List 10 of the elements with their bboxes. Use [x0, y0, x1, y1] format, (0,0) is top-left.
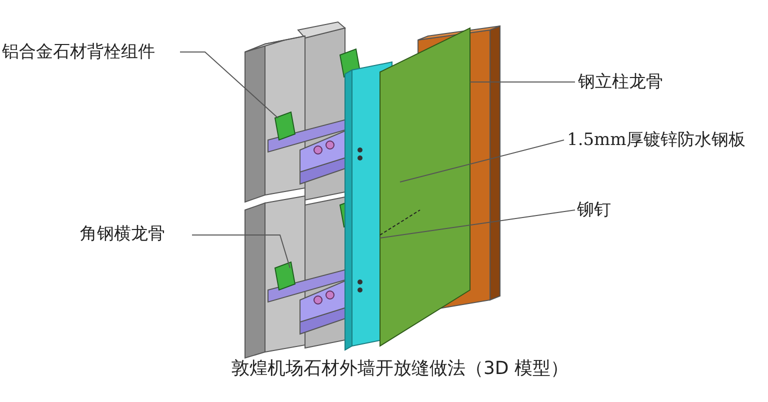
- part-label: 铝合金石材背栓组件: [2, 41, 155, 63]
- part-label: 铆钉: [577, 199, 611, 221]
- part-label: 角钢横龙骨: [80, 223, 165, 245]
- part-label: 1.5mm厚镀锌防水钢板: [567, 129, 746, 151]
- caption: 敦煌机场石材外墙开放缝做法（3D 模型）: [230, 357, 570, 380]
- leader-line: [380, 210, 576, 238]
- leader-line: [180, 52, 278, 118]
- part-label: 钢立柱龙骨: [578, 71, 663, 93]
- leader-line: [400, 140, 564, 182]
- leader-line: [192, 234, 290, 268]
